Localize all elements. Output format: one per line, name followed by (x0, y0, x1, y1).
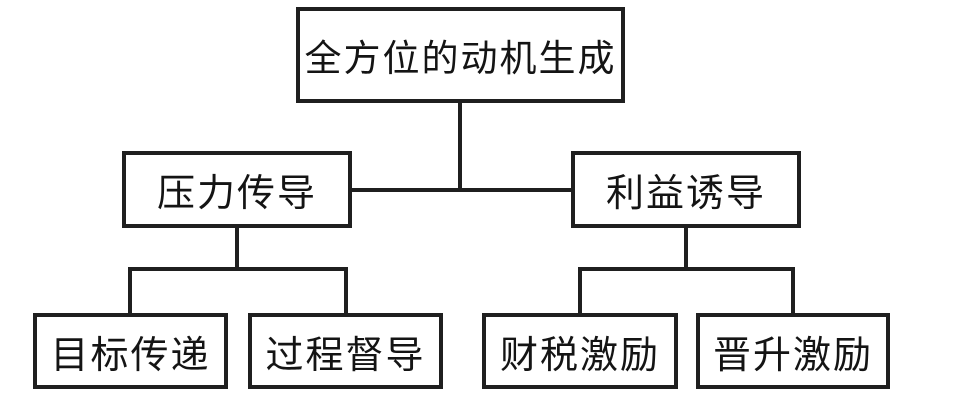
node-promotion-incentive: 晋升激励 (696, 313, 890, 389)
node-fiscal-tax-incentive: 财税激励 (482, 313, 678, 389)
connector-benefit-rail (578, 267, 795, 271)
connector-promotion-incentive-drop (791, 267, 795, 313)
connector-benefit-stub (684, 228, 688, 271)
node-pressure-transmission: 压力传导 (122, 151, 352, 228)
node-process-supervision: 过程督导 (248, 313, 443, 389)
node-label: 晋升激励 (712, 334, 873, 377)
node-label: 压力传导 (156, 173, 317, 215)
connector-pressure-rail (128, 267, 348, 271)
connector-pressure-stub (235, 228, 239, 271)
node-label: 财税激励 (499, 334, 660, 377)
connector-root-vertical (458, 103, 462, 192)
connector-level2-horizontal-rail (352, 188, 571, 192)
connector-process-supervision-drop (344, 267, 348, 313)
node-goal-transfer: 目标传递 (33, 313, 228, 389)
node-label: 目标传递 (50, 334, 211, 377)
node-label: 利益诱导 (605, 173, 766, 215)
node-root-motivation-generation: 全方位的动机生成 (296, 7, 625, 103)
node-benefit-inducement: 利益诱导 (571, 151, 801, 228)
node-label: 过程督导 (265, 334, 426, 377)
node-label: 全方位的动机生成 (304, 39, 617, 80)
connector-goal-transfer-drop (128, 267, 132, 313)
connector-fiscal-incentive-drop (578, 267, 582, 313)
